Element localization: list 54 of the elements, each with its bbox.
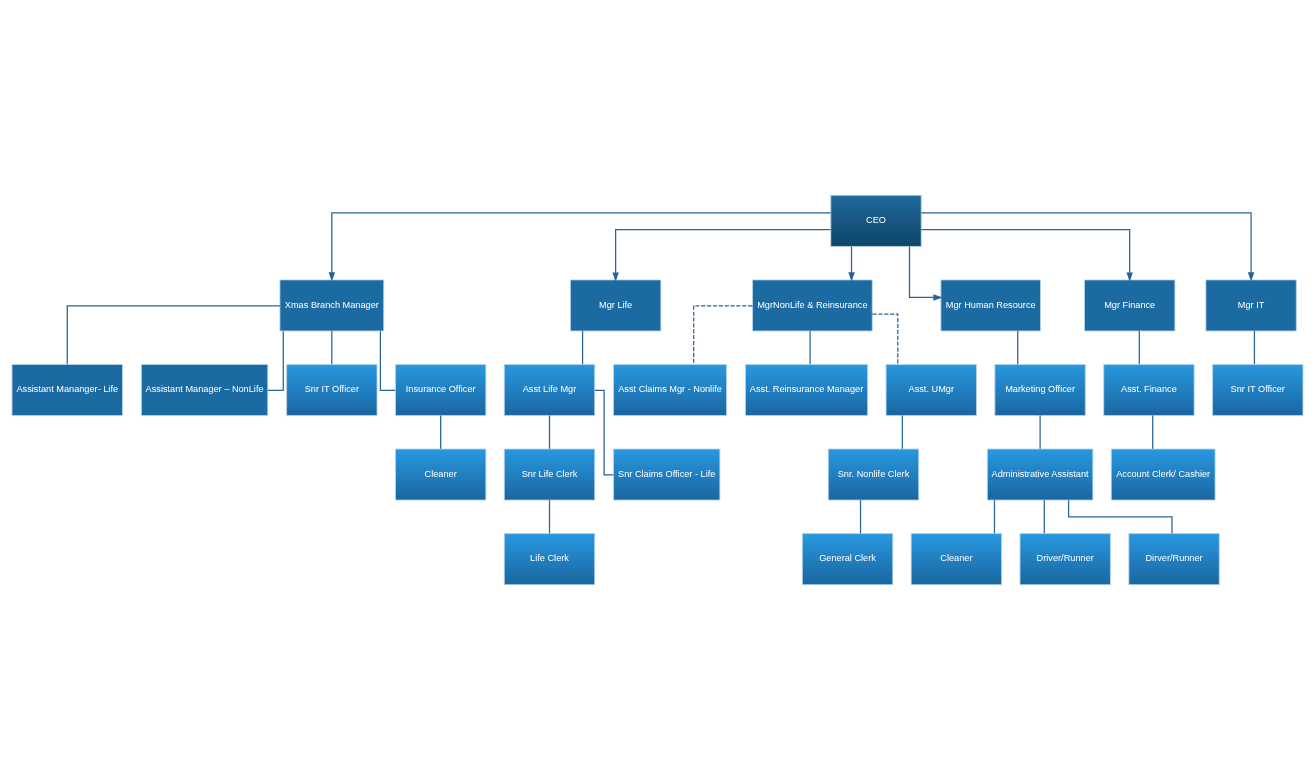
node-box: Asst Life Mgr [503, 364, 596, 416]
connector [66, 305, 281, 365]
connector [594, 389, 614, 476]
node-box: CEO [830, 194, 922, 247]
connector [693, 305, 753, 365]
connector [859, 499, 862, 534]
node-box: Life Clerk [503, 533, 596, 586]
connector [548, 414, 551, 450]
arrow [908, 245, 943, 301]
connector [1039, 414, 1041, 450]
connector [440, 414, 442, 450]
connector [901, 414, 903, 450]
connector [1043, 499, 1045, 534]
node-box: Asst Claims Mgr - Nonlife [613, 364, 727, 416]
node-box: Snr Claims Officer - Life [613, 448, 721, 501]
node-box: Account Clerk/ Cashier [1110, 448, 1216, 501]
node-box: Cleaner [910, 533, 1002, 586]
node-box: Mgr Finance [1084, 279, 1176, 332]
node-box: Snr. Nonlife Clerk [827, 448, 920, 501]
connector [993, 499, 996, 534]
node-box: Asst. UMgr [885, 364, 977, 416]
connector [1152, 414, 1154, 450]
arrow [328, 212, 832, 282]
node-box: Snr IT Officer [286, 364, 378, 416]
connector [871, 313, 899, 365]
node-box: Asst. Reinsurance Manager [745, 364, 869, 416]
arrow [612, 229, 832, 282]
node-box: Assistant Mananger- Life [11, 364, 123, 416]
node-box: Mgr IT [1205, 279, 1297, 332]
connector [1253, 330, 1256, 365]
connector [331, 330, 333, 365]
connector [548, 499, 551, 534]
node-box: Dirver/Runner [1128, 533, 1220, 586]
node-box: MgrNonLife & Reinsurance [752, 279, 873, 332]
node-box: Mgr Human Resource [940, 279, 1041, 332]
connector [1138, 330, 1140, 365]
node-box: Administrative Assistant [986, 448, 1094, 501]
arrow [920, 212, 1255, 282]
node-box: Insurance Officer [395, 364, 487, 416]
connector [809, 330, 811, 365]
node-box: General Clerk [801, 533, 894, 586]
connector [581, 330, 584, 365]
arrow [920, 229, 1133, 282]
node-box: Marketing Officer [994, 364, 1086, 416]
node-box: Asst. Finance [1103, 364, 1195, 416]
node-box: Driver/Runner [1019, 533, 1111, 586]
node-box: Xmas Branch Manager [279, 279, 385, 332]
arrow [848, 245, 855, 282]
node-box: Snr Life Clerk [503, 448, 596, 501]
node-box: Cleaner [395, 448, 487, 501]
node-box: Snr IT Officer [1212, 364, 1304, 416]
connector [1017, 330, 1019, 365]
node-box: Mgr Life [570, 279, 662, 332]
node-box: Assistant Manager – NonLife [140, 364, 269, 416]
